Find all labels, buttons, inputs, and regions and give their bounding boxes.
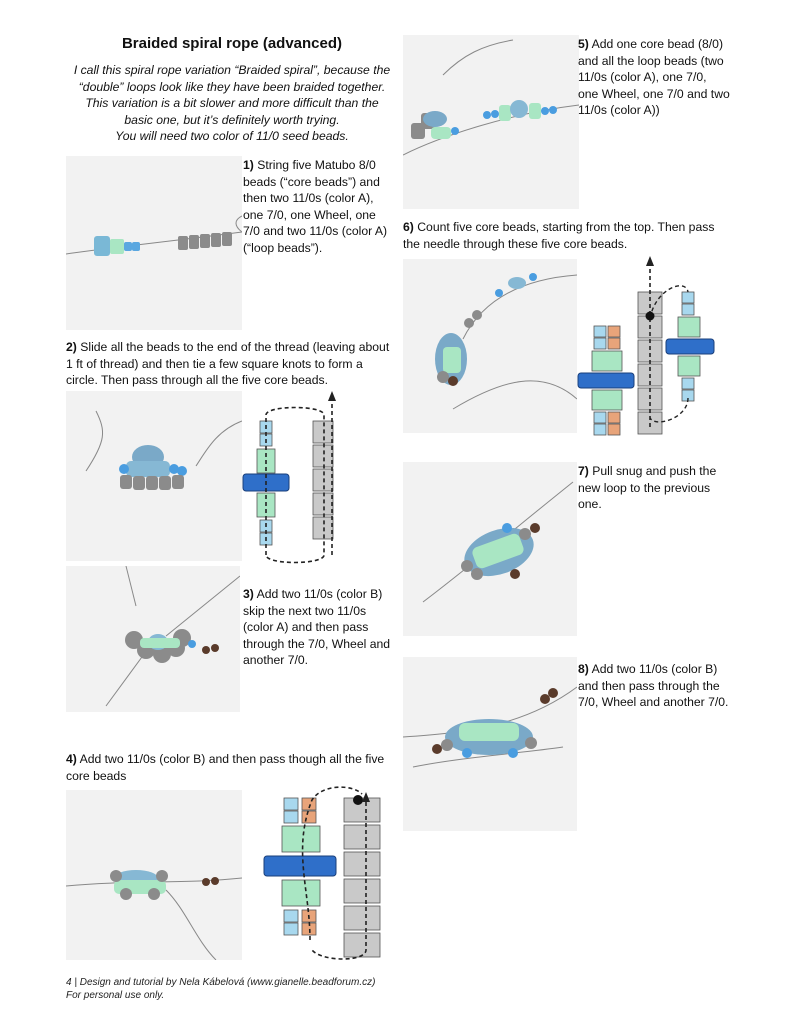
- step-4-line: core beads: [66, 768, 127, 783]
- step-4-line: 4) Add two 11/0s (color B) and then pass…: [66, 751, 402, 768]
- page-title: Braided spiral rope (advanced): [121, 35, 343, 52]
- step-7-line-text: Pull snug and push the: [592, 464, 717, 478]
- step-6-diagram: [576, 256, 726, 438]
- step-5-line: one Wheel, one 7/0 and two: [578, 86, 730, 101]
- step-8-text: 8) Add two 11/0s (color B) and then pass…: [578, 661, 738, 711]
- step-1-line: 1) String five Matubo 8/0: [243, 157, 403, 174]
- step-4-photo: [66, 790, 242, 960]
- step-3-line-text: Add two 11/0s (color B): [256, 587, 383, 601]
- step-5-text: 5) Add one core bead (8/0) and all the l…: [578, 36, 738, 119]
- step-8-line-text: Add two 11/0s (color B): [591, 662, 718, 676]
- step-1-line: one 7/0, one Wheel, one: [243, 207, 376, 222]
- step-6-photo: [403, 259, 577, 433]
- step-2-photo: [66, 391, 242, 561]
- step-6-thread-path-diagram: [577, 256, 715, 436]
- step-1-line: (“loop beads”).: [243, 240, 323, 255]
- step-1-line: 7/0 and two 11/0s (color A): [243, 224, 388, 239]
- step-4-number: 4): [66, 752, 77, 766]
- step-1-line: beads (“core beads”) and: [243, 174, 380, 189]
- step-4-thread-path-diagram: [263, 786, 381, 960]
- step-7-number: 7): [578, 464, 589, 478]
- step-3-line: (color A) and then pass: [243, 620, 369, 635]
- step-1-line: then two 11/0s (color A),: [243, 191, 374, 206]
- step-2-line-text: Slide all the beads to the end of the th…: [80, 340, 390, 354]
- step-7-bead-illustration: [403, 462, 577, 636]
- footer-credit: 4 | Design and tutorial by Nela Kábelová…: [66, 977, 376, 988]
- step-2-text: 2) Slide all the beads to the end of the…: [66, 339, 402, 389]
- step-5-number: 5): [578, 37, 589, 51]
- step-4-bead-illustration: [66, 790, 242, 960]
- step-5-photo: [403, 35, 579, 209]
- step-8-line: 7/0, Wheel and another 7/0.: [578, 695, 729, 710]
- step-2-line: 2) Slide all the beads to the end of the…: [66, 339, 402, 356]
- intro-line: I call this spiral rope variation “Braid…: [73, 63, 391, 77]
- step-1-photo: [66, 156, 242, 330]
- step-5-line-text: Add one core bead (8/0): [591, 37, 724, 51]
- step-8-number: 8): [578, 662, 589, 676]
- step-6-line-text: Count five core beads, starting from the…: [417, 220, 715, 234]
- step-6-bead-illustration: [403, 259, 577, 433]
- step-8-line: 8) Add two 11/0s (color B): [578, 661, 738, 678]
- step-1-number: 1): [243, 158, 254, 172]
- step-6-line: the needle through these five core beads…: [403, 236, 628, 251]
- intro-line: This variation is a bit slower and more …: [85, 96, 379, 111]
- step-2-line: circle. Then pass through all the five c…: [66, 373, 328, 388]
- step-3-line: through the 7/0, Wheel and: [243, 636, 391, 651]
- step-3-line: 3) Add two 11/0s (color B): [243, 586, 403, 603]
- step-2-line: 1 ft of thread) and then tie a few squar…: [66, 356, 363, 371]
- step-5-bead-illustration: [403, 35, 579, 209]
- step-5-line: and all the loop beads (two: [578, 53, 724, 68]
- footer: 4 | Design and tutorial by Nela Kábelová…: [66, 976, 375, 1002]
- step-3-photo: [66, 566, 240, 712]
- step-2-diagram: [240, 391, 375, 565]
- step-3-bead-illustration: [66, 566, 240, 712]
- step-6-line: 6) Count five core beads, starting from …: [403, 219, 743, 236]
- step-8-photo: [403, 657, 577, 831]
- step-3-text: 3) Add two 11/0s (color B) skip the next…: [243, 586, 403, 669]
- step-7-line: new loop to the previous: [578, 480, 711, 495]
- footer-license: For personal use only.: [66, 990, 165, 1001]
- step-2-number: 2): [66, 340, 77, 354]
- step-2-thread-path-diagram: [242, 391, 336, 564]
- step-6-number: 6): [403, 220, 414, 234]
- step-4-text: 4) Add two 11/0s (color B) and then pass…: [66, 751, 402, 784]
- step-3-line: skip the next two 11/0s: [243, 603, 367, 618]
- step-8-line: and then pass through the: [578, 678, 720, 693]
- beads-on-thread-illustration: [66, 156, 242, 330]
- step-3-number: 3): [243, 587, 254, 601]
- bead-circle-illustration: [66, 391, 242, 561]
- step-4-diagram: [262, 786, 392, 960]
- step-4-line-text: Add two 11/0s (color B) and then pass th…: [79, 752, 385, 766]
- step-7-text: 7) Pull snug and push the new loop to th…: [578, 463, 738, 513]
- step-8-bead-illustration: [403, 657, 577, 831]
- intro-line: basic one, but it’s definitely worth try…: [124, 112, 340, 127]
- intro-text: I call this spiral rope variation “Braid…: [66, 62, 398, 145]
- intro-line: “double” loops look like they have been …: [78, 79, 386, 94]
- step-1-line-text: String five Matubo 8/0: [257, 158, 376, 172]
- step-3-line: another 7/0.: [243, 653, 309, 668]
- step-7-line: one.: [578, 497, 602, 512]
- step-5-line: 5) Add one core bead (8/0): [578, 36, 738, 53]
- step-6-text: 6) Count five core beads, starting from …: [403, 219, 743, 252]
- step-5-line: 11/0s (color A)): [578, 103, 660, 118]
- step-1-text: 1) String five Matubo 8/0 beads (“core b…: [243, 157, 403, 257]
- step-7-line: 7) Pull snug and push the: [578, 463, 738, 480]
- intro-line: You will need two color of 11/0 seed bea…: [115, 129, 349, 144]
- step-7-photo: [403, 462, 577, 636]
- step-5-line: 11/0s (color A), one 7/0,: [578, 70, 707, 85]
